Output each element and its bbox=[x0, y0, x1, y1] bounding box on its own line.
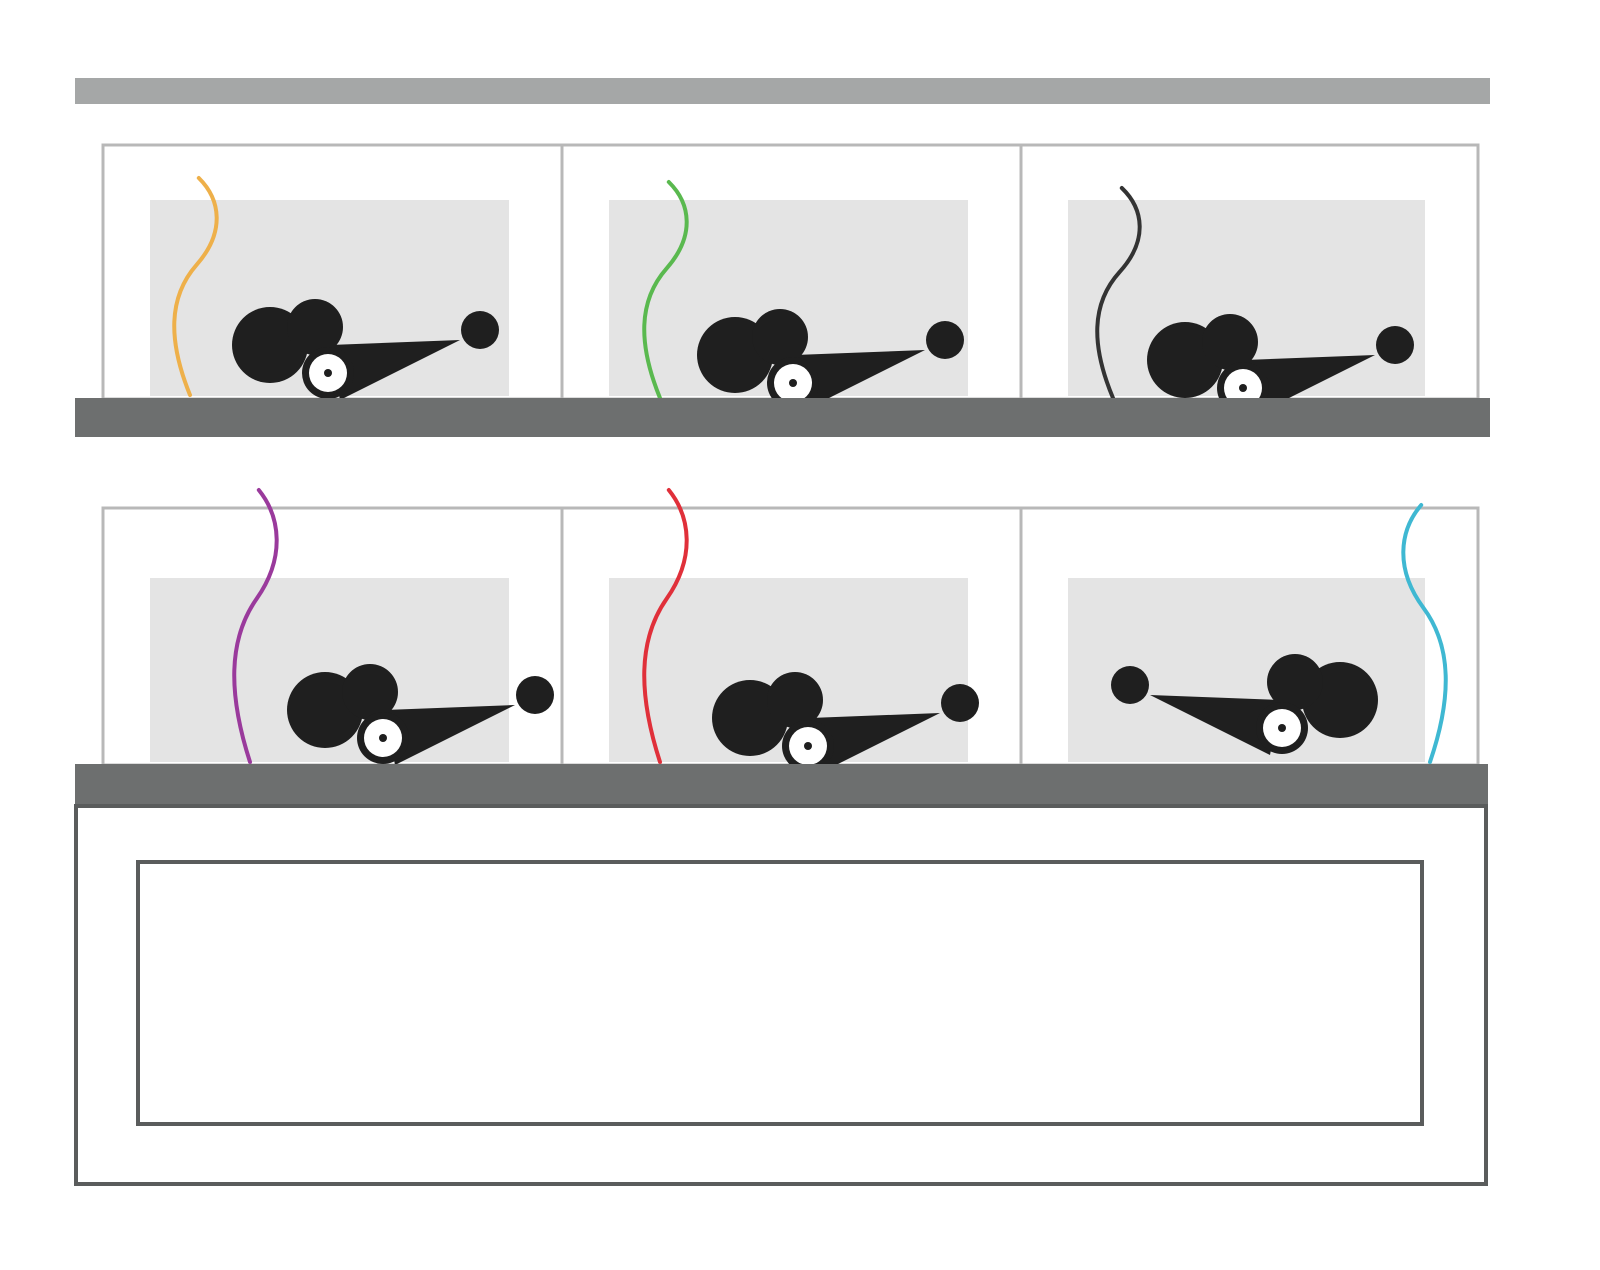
mouse-nose bbox=[1376, 326, 1414, 364]
mouse-nose bbox=[1111, 666, 1149, 704]
mouse-nose bbox=[941, 684, 979, 722]
cage-row-1 bbox=[101, 143, 1480, 415]
cabinet-door-panel bbox=[136, 860, 1424, 1126]
tether-wire bbox=[172, 176, 219, 397]
tether-wire bbox=[642, 180, 689, 400]
shelf-1 bbox=[75, 398, 1490, 437]
tether-wire bbox=[642, 488, 689, 764]
mouse-ear bbox=[287, 299, 343, 355]
mouse-pupil bbox=[379, 734, 387, 742]
cage bbox=[1019, 143, 1480, 415]
mouse-nose bbox=[461, 311, 499, 349]
top-bar bbox=[75, 78, 1490, 104]
tether-wire bbox=[1095, 186, 1142, 400]
mouse-pupil bbox=[1278, 724, 1286, 732]
cage bbox=[101, 143, 564, 401]
mouse-icon bbox=[697, 309, 964, 410]
cage-row-2 bbox=[101, 488, 1480, 773]
mouse-snout bbox=[1150, 695, 1280, 755]
mouse-snout bbox=[385, 705, 515, 765]
tether-wire bbox=[1401, 503, 1448, 764]
mouse-ear bbox=[1267, 654, 1323, 710]
mouse-nose bbox=[516, 676, 554, 714]
mouse-ear bbox=[767, 672, 823, 728]
cage bbox=[101, 488, 564, 767]
mouse-pupil bbox=[789, 379, 797, 387]
mouse-pupil bbox=[324, 369, 332, 377]
mouse-snout bbox=[795, 350, 925, 410]
mouse-icon bbox=[1111, 654, 1378, 755]
mouse-ear bbox=[752, 309, 808, 365]
cage bbox=[560, 143, 1023, 410]
cage bbox=[560, 488, 1023, 773]
mouse-pupil bbox=[1239, 384, 1247, 392]
mouse-ear bbox=[342, 664, 398, 720]
mouse-icon bbox=[712, 672, 979, 773]
mouse-nose bbox=[926, 321, 964, 359]
mouse-pupil bbox=[804, 742, 812, 750]
mouse-snout bbox=[330, 340, 460, 400]
cage bbox=[1019, 503, 1480, 767]
mouse-ear bbox=[1202, 314, 1258, 370]
shelf-2 bbox=[75, 764, 1488, 806]
mouse-icon bbox=[232, 299, 499, 400]
mouse-snout bbox=[810, 713, 940, 773]
tether-wire bbox=[232, 488, 279, 764]
mouse-icon bbox=[287, 664, 554, 765]
